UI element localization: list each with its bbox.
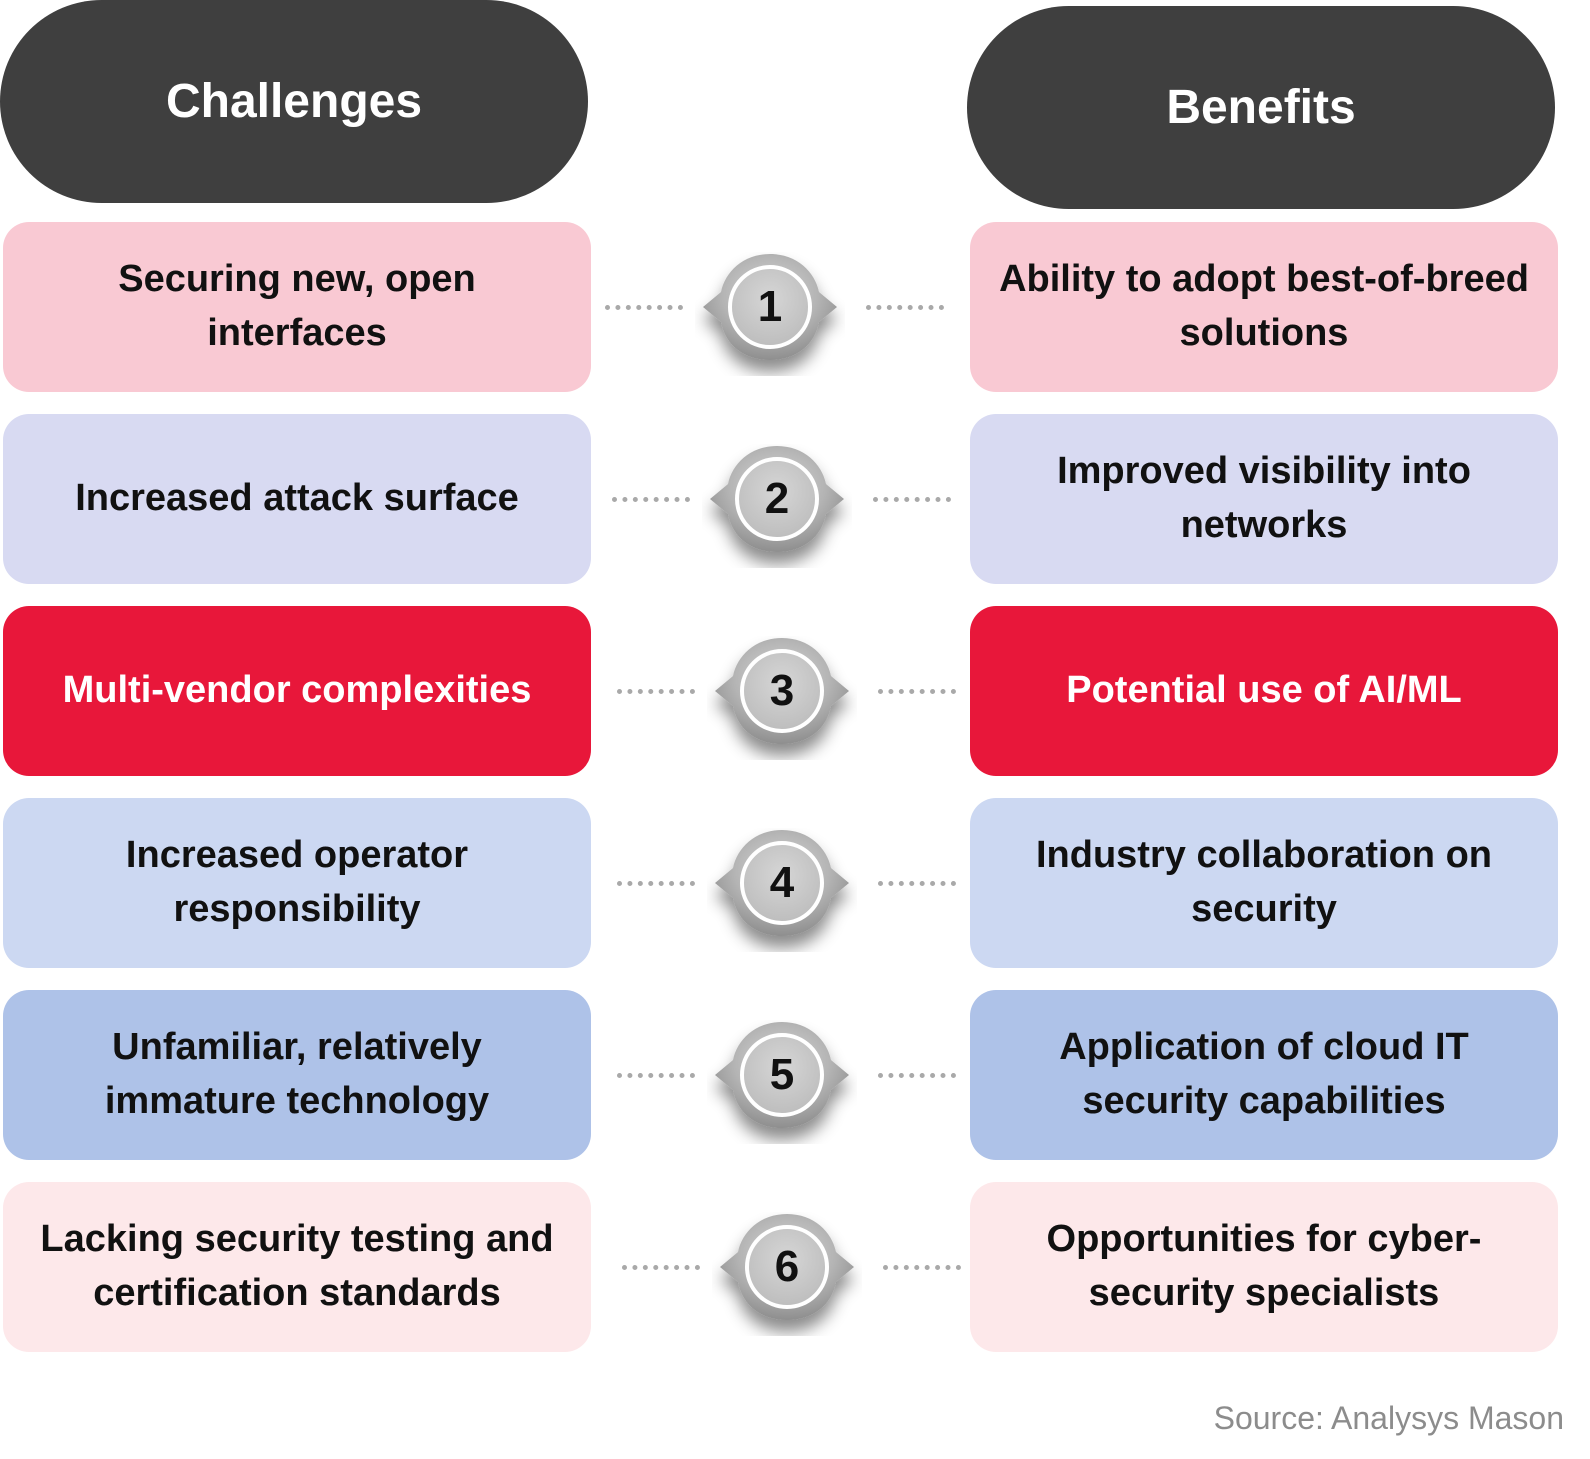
badge-number-3: 3 — [769, 666, 795, 715]
number-badge-5: 5 — [707, 1020, 857, 1144]
badge-number-5: 5 — [769, 1050, 795, 1099]
connector-right-5 — [878, 1073, 956, 1078]
connector-right-2 — [873, 497, 951, 502]
connector-left-2 — [612, 497, 690, 502]
connector-left-4 — [617, 881, 695, 886]
benefit-box-5: Application of cloud IT security capabil… — [970, 990, 1558, 1160]
connector-left-5 — [617, 1073, 695, 1078]
benefit-box-3: Potential use of AI/ML — [970, 606, 1558, 776]
benefit-box-4: Industry collaboration on security — [970, 798, 1558, 968]
source-note: Source: Analysys Mason — [1213, 1400, 1564, 1436]
number-badge-1: 1 — [695, 252, 845, 376]
badge-number-6: 6 — [774, 1242, 800, 1291]
badge-number-1: 1 — [757, 282, 783, 331]
number-badge-3: 3 — [707, 636, 857, 760]
number-badge-2: 2 — [702, 444, 852, 568]
challenge-box-2: Increased attack surface — [3, 414, 591, 584]
connector-right-1 — [866, 305, 944, 310]
challenge-box-4: Increased operator responsibility — [3, 798, 591, 968]
benefit-box-6: Opportunities for cyber-security special… — [970, 1182, 1558, 1352]
connector-right-4 — [878, 881, 956, 886]
badge-number-4: 4 — [769, 858, 795, 907]
challenge-box-1: Securing new, open interfaces — [3, 222, 591, 392]
number-badge-6: 6 — [712, 1212, 862, 1336]
connector-left-1 — [605, 305, 683, 310]
connector-left-3 — [617, 689, 695, 694]
connector-right-3 — [878, 689, 956, 694]
challenge-box-3: Multi-vendor complexities — [3, 606, 591, 776]
challenges-header: Challenges — [0, 0, 588, 203]
challenge-box-5: Unfamiliar, relatively immature technolo… — [3, 990, 591, 1160]
badge-number-2: 2 — [764, 474, 790, 523]
benefit-box-2: Improved visibility into networks — [970, 414, 1558, 584]
connector-right-6 — [883, 1265, 961, 1270]
connector-left-6 — [622, 1265, 700, 1270]
number-badge-4: 4 — [707, 828, 857, 952]
challenge-box-6: Lacking security testing and certificati… — [3, 1182, 591, 1352]
benefits-header: Benefits — [967, 6, 1555, 209]
benefit-box-1: Ability to adopt best-of-breed solutions — [970, 222, 1558, 392]
